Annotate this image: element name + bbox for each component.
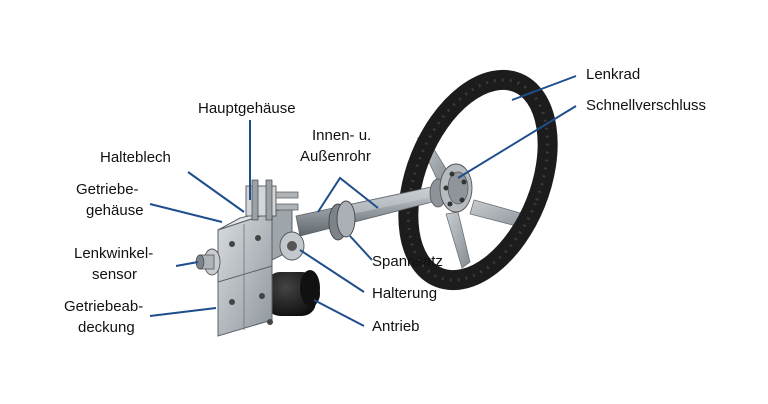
steering-wheel-rim (398, 69, 558, 291)
label-hauptgehaeuse: Hauptgehäuse (198, 100, 296, 117)
clamping-set (328, 200, 356, 241)
holder-bracket (279, 231, 305, 261)
label-halteblech: Halteblech (100, 149, 171, 166)
label-halterung: Halterung (372, 285, 438, 302)
label-antrieb: Antrieb (372, 318, 420, 335)
gear-housing (217, 205, 293, 337)
leader-getriebegehaeuse (149, 203, 223, 223)
label-lenkwinkelsensor-line1: Lenkwinkel- (74, 245, 154, 262)
leader-lenkrad (511, 75, 577, 101)
leader-halteblech (187, 171, 245, 213)
leader-lenkwinkelsensor (175, 261, 199, 267)
label-lenkrad: Lenkrad (586, 66, 641, 83)
label-lenkwinkelsensor-line2: sensor (92, 266, 138, 283)
label-getriebeabdeckung-line1: Getriebeab- (64, 298, 144, 315)
leader-lines (149, 75, 577, 327)
leader-getriebeabdeckung (149, 307, 217, 317)
leader-spannsatz (349, 235, 373, 261)
label-innen-aussen-line1: Innen- u. (312, 127, 372, 144)
label-innen-aussen-line2: Außenrohr (300, 148, 371, 165)
leader-antrieb (313, 299, 365, 327)
label-schnellverschluss: Schnellverschluss (586, 97, 707, 114)
mounting-plate (245, 179, 299, 221)
leader-schnellverschluss (457, 105, 577, 179)
leader-halterung (299, 249, 365, 293)
label-spannsatz: Spannsatz (372, 253, 443, 270)
quick-release-hub (429, 163, 473, 213)
leader-innen-aussen (317, 176, 379, 213)
label-getriebegehaeuse-line2: gehäuse (86, 202, 144, 219)
label-getriebegehaeuse-line1: Getriebe- (76, 181, 139, 198)
label-getriebeabdeckung-line2: deckung (78, 319, 135, 336)
steering-angle-sensor (195, 248, 221, 276)
drive-motor (264, 270, 320, 316)
